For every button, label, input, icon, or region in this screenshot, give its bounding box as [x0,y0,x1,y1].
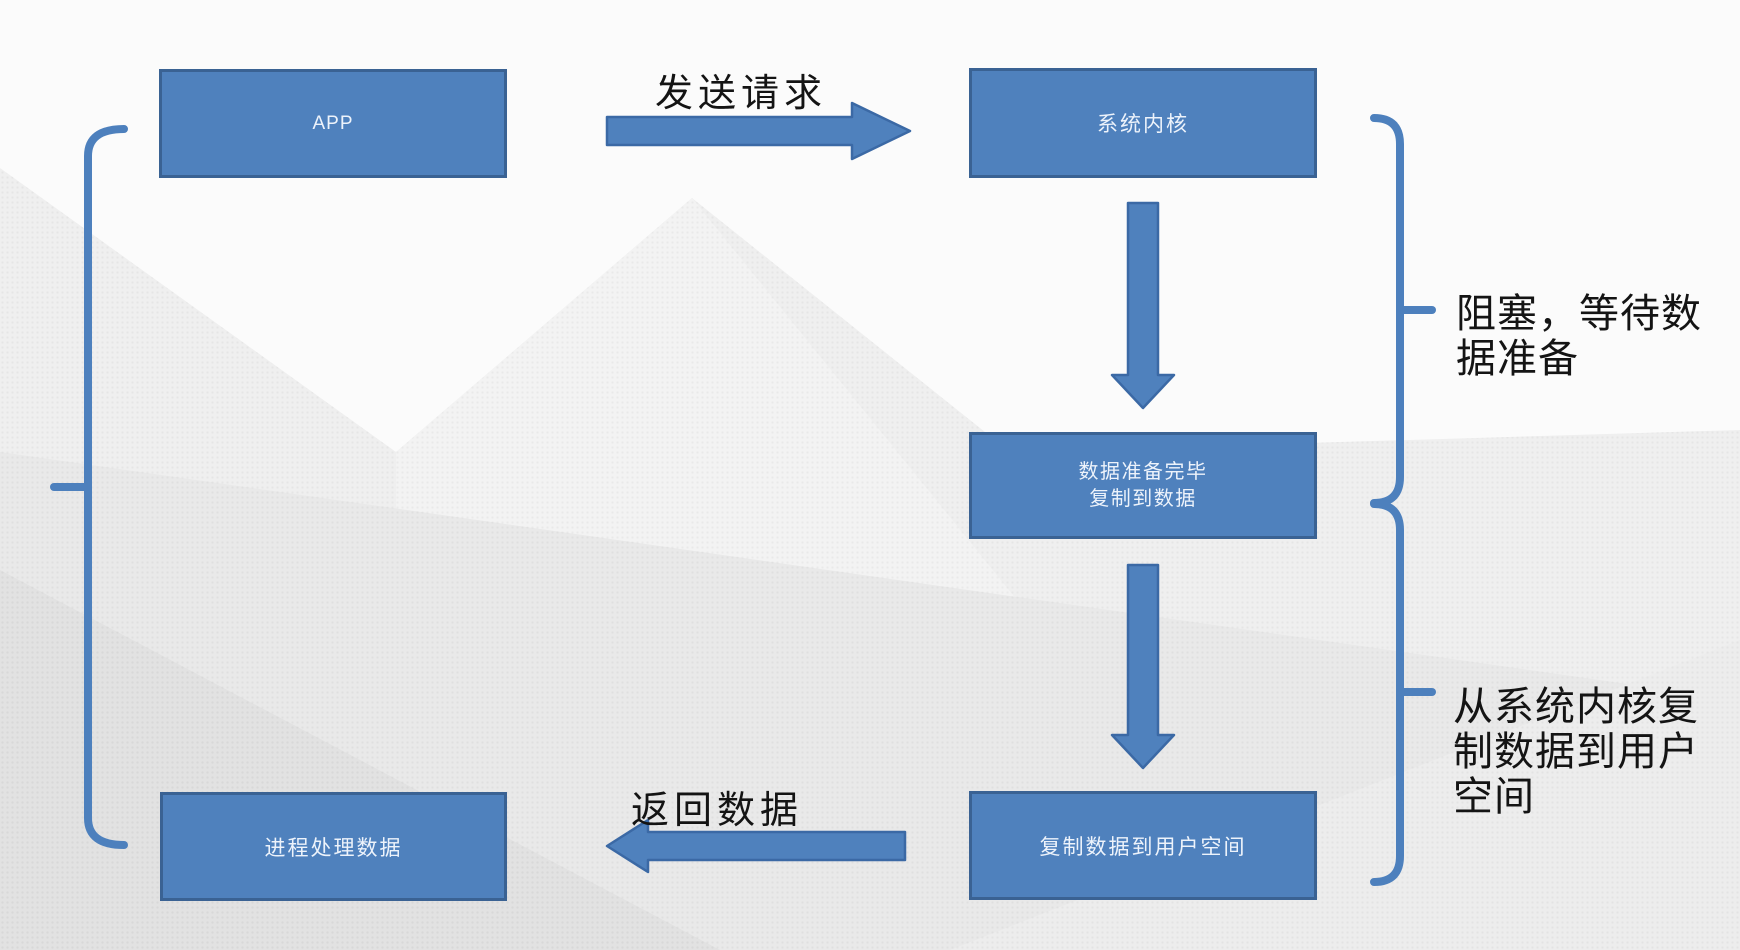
arrow-kernel-to-ready [1110,201,1176,410]
node-copy-to-user-space: 复制数据到用户空间 [969,791,1317,900]
arrow-ready-to-copy [1110,563,1176,770]
node-data-ready: 数据准备完毕 复制到数据 [969,432,1317,539]
brace-copy-kernel-to-user [1370,500,1436,886]
annotation-blocking-wait: 阻塞，等待数 据准备 [1456,291,1728,381]
left-brace-spine [84,125,128,849]
node-data-ready-line1: 数据准备完毕 [1078,460,1208,483]
label-send-request: 发送请求 [654,73,827,115]
brace-blocking-spine [1370,114,1404,507]
brace-blocking-wait [1370,114,1436,507]
left-overall-brace [50,125,128,849]
arrow-send-request [605,101,912,161]
node-system-kernel: 系统内核 [969,68,1317,178]
annotation-copy-kernel-to-user: 从系统内核复 制数据到用户 空间 [1453,684,1731,819]
brace-copy-spine [1370,500,1404,886]
annotation-copy-line2: 制数据到用户 [1453,729,1699,774]
arrow-return-data [605,818,907,874]
node-data-ready-line2: 复制到数据 [1089,487,1197,510]
left-arrow-icon [605,818,907,874]
node-copy-to-user-space-label: 复制数据到用户空间 [1039,834,1247,859]
annotation-copy-line3: 空间 [1453,774,1535,819]
node-process-data: 进程处理数据 [160,792,507,901]
annotation-copy-line1: 从系统内核复 [1453,684,1699,729]
right-arrow-icon [605,101,912,161]
down-arrow-icon [1110,563,1176,770]
annotation-blocking-wait-line2: 据准备 [1456,336,1579,381]
label-return-data: 返回数据 [630,790,803,832]
node-system-kernel-label: 系统内核 [1097,112,1189,136]
down-arrow-icon [1110,201,1176,410]
node-app: APP [159,69,507,178]
node-app-label: APP [312,112,354,134]
node-process-data-label: 进程处理数据 [264,835,403,860]
annotation-blocking-wait-line1: 阻塞，等待数 [1456,291,1702,336]
